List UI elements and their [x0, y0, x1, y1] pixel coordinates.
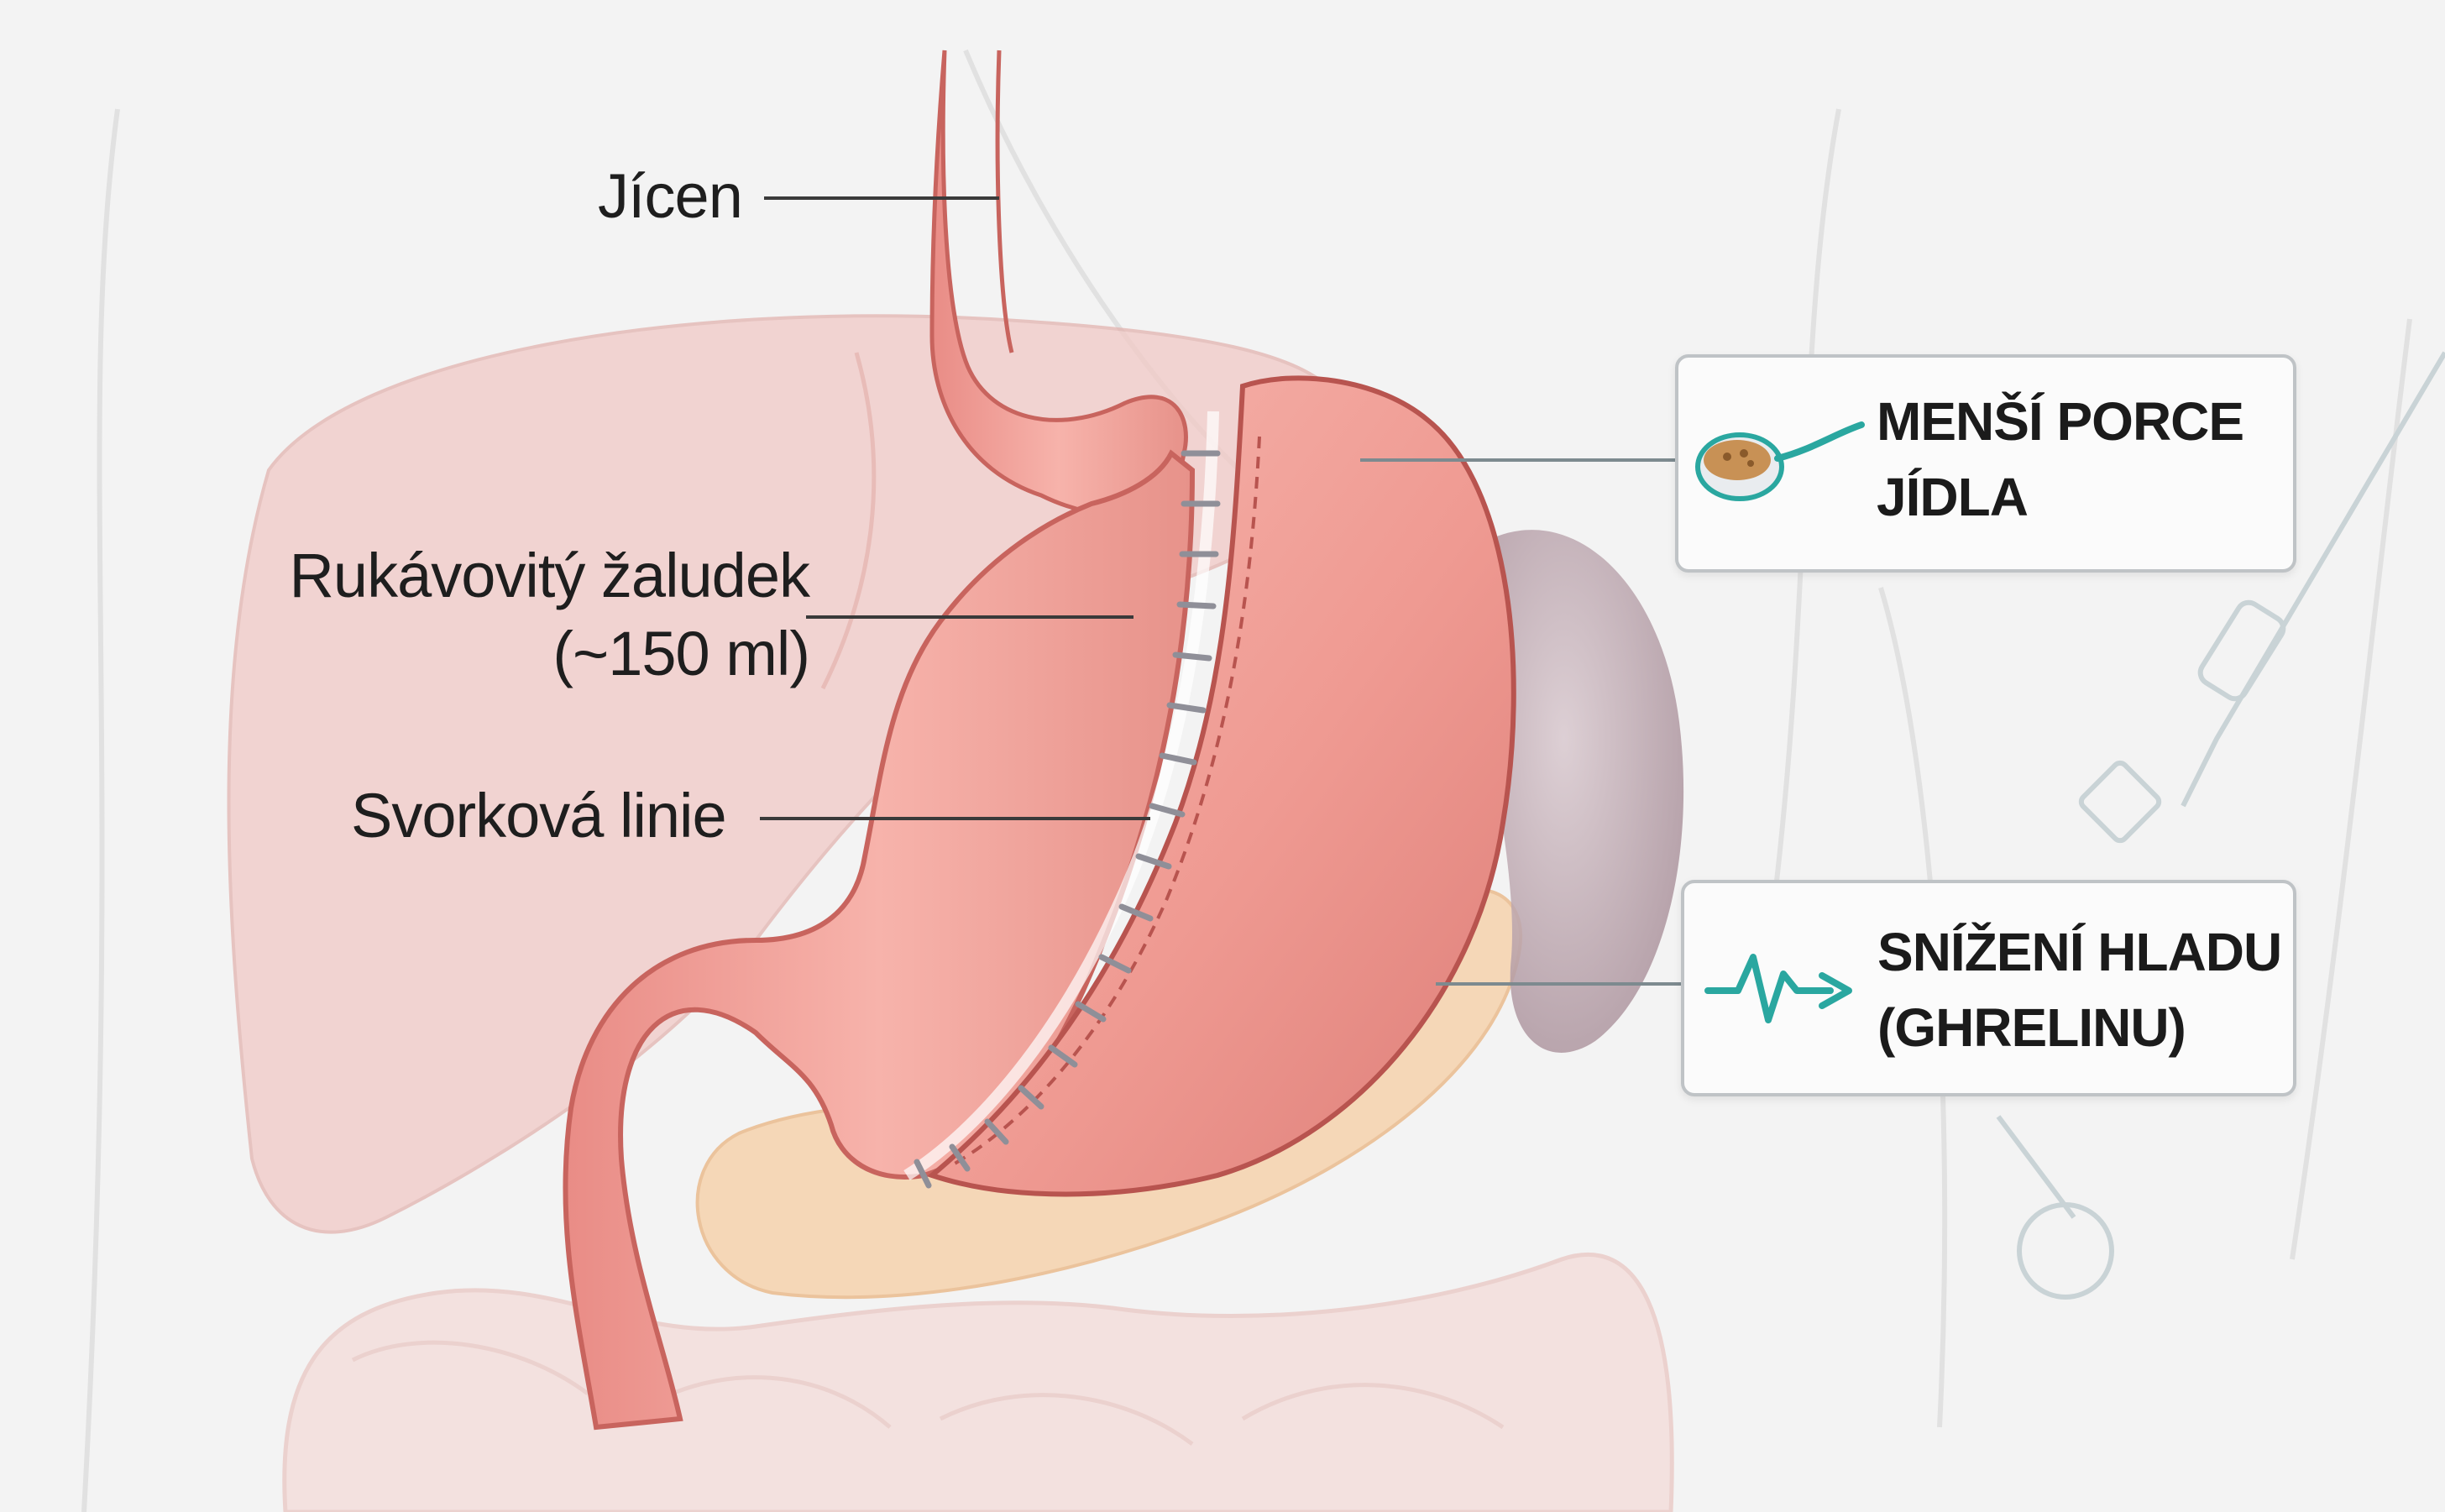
callout-reduced-hunger-line1: SNÍŽENÍ HLADU	[1877, 915, 2281, 991]
spoon-with-food-icon	[1694, 416, 1866, 509]
intestines	[285, 1254, 1672, 1512]
callout-reduced-hunger-line2: (GHRELINU)	[1877, 991, 2281, 1066]
sleeve-stomach-label-line2: (~150 ml)	[289, 615, 809, 693]
staple-line-label: Svorková linie	[351, 777, 726, 855]
esophagus-label: Jícen	[598, 158, 742, 236]
callout-smaller-portions: MENŠÍ PORCE JÍDLA	[1675, 354, 2296, 573]
sleeve-stomach-label: Rukávovitý žaludek (~150 ml)	[289, 537, 809, 693]
heartbeat-arrow-icon	[1704, 932, 1864, 1033]
callout-smaller-portions-line2: JÍDLA	[1877, 460, 2243, 536]
sleeve-stomach-label-line1: Rukávovitý žaludek	[289, 537, 809, 615]
callout-smaller-portions-line1: MENŠÍ PORCE	[1877, 385, 2243, 460]
callout-reduced-hunger: SNÍŽENÍ HLADU (GHRELINU)	[1681, 880, 2296, 1096]
spleen	[1484, 530, 1684, 1053]
esophagus	[932, 50, 1186, 521]
